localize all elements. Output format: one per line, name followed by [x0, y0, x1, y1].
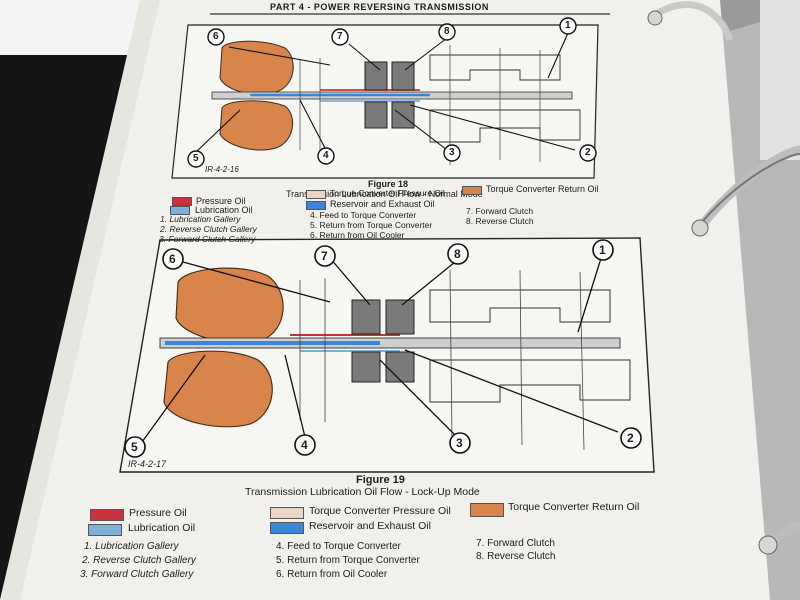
- fig19-part-4: 4. Feed to Torque Converter: [276, 541, 401, 552]
- fig18-part-5: 5. Return from Torque Converter: [310, 220, 433, 230]
- fig18-part-2: 2. Reverse Clutch Gallery: [160, 224, 257, 234]
- fig18-part-6: 6. Return from Oil Cooler: [310, 230, 405, 240]
- fig19-callout-2: 2: [627, 431, 634, 445]
- fig19-part-6: 6. Return from Oil Cooler: [276, 569, 388, 580]
- ring-hole-upper: [691, 219, 709, 237]
- fig18-converter-top: [219, 40, 294, 95]
- ring-hole-lower: [758, 535, 778, 555]
- fig19-swatch-lube: [88, 524, 122, 536]
- fig19-callout-7: 7: [321, 249, 328, 263]
- fig18-reverse-clutch: [391, 61, 415, 91]
- fig19-converter-top: [175, 267, 284, 344]
- fig19-swatch-tc-pressure: [270, 507, 304, 519]
- fig18-legend-lube: Lubrication Oil: [195, 205, 253, 215]
- fig18-legend-pressure: Pressure Oil: [196, 196, 246, 206]
- fig19-shaft: [159, 337, 621, 349]
- fig19-caption-subtitle: Transmission Lubrication Oil Flow - Lock…: [245, 486, 480, 498]
- fig18-swatch-pressure: [172, 197, 192, 206]
- fig19-converter-bottom: [163, 350, 273, 428]
- fig18-legend-tc-pressure: Torque Converter Pressure Oil: [330, 188, 445, 198]
- fig18-legend-reservoir: Reservoir and Exhaust Oil: [330, 199, 435, 209]
- fig19-callout-3: 3: [456, 436, 463, 450]
- fig19-swatch-pressure: [90, 509, 124, 521]
- fig18-swatch-reservoir: [306, 201, 326, 210]
- fig19-callout-4: 4: [301, 438, 308, 452]
- fig18-callout-2: 2: [585, 147, 591, 158]
- page-shadow: [0, 0, 160, 600]
- fig19-part-3: 3. Forward Clutch Gallery: [80, 569, 194, 580]
- fig19-legend-lube: Lubrication Oil: [128, 522, 196, 534]
- fig18-swatch-tc-return: [462, 186, 482, 195]
- page-header: PART 4 - POWER REVERSING TRANSMISSION: [270, 2, 489, 12]
- fig18-legend-tc-return: Torque Converter Return Oil: [486, 184, 599, 194]
- fig19-ref-code: IR-4-2-17: [128, 459, 167, 469]
- fig18-callout-5: 5: [193, 153, 199, 164]
- fig18-callout-7: 7: [337, 31, 343, 42]
- fig19-forward-clutch-lower: [351, 351, 381, 383]
- fig19-callout-8: 8: [454, 247, 461, 261]
- fig19-housing-bottom: [429, 359, 631, 403]
- figure19-diagram: [119, 237, 655, 473]
- fig18-callouts: [187, 17, 597, 168]
- ring-hole-top: [647, 10, 663, 26]
- fig18-forward-clutch-lower: [364, 101, 388, 129]
- fig19-callouts: [124, 239, 642, 458]
- fig18-swatch-tc-pressure: [306, 190, 326, 199]
- fig19-part-7: 7. Forward Clutch: [476, 538, 555, 549]
- fig18-forward-clutch: [364, 61, 388, 91]
- fig19-swatch-tc-return: [470, 503, 504, 517]
- fig19-leader-lines: [141, 254, 619, 443]
- fig19-part-5: 5. Return from Torque Converter: [276, 555, 420, 566]
- page-stack: [760, 0, 800, 160]
- fig19-callout-5: 5: [131, 440, 138, 454]
- fig18-hatching: [299, 45, 541, 165]
- fig18-part-8: 8. Reverse Clutch: [466, 216, 534, 226]
- fig18-callout-1: 1: [565, 20, 571, 31]
- fig18-ref-code: IR-4-2-16: [205, 165, 239, 174]
- fig19-forward-clutch: [351, 299, 381, 335]
- fig19-reverse-clutch: [385, 299, 415, 335]
- fig19-caption-title: Figure 19: [356, 474, 405, 486]
- fig18-callout-8: 8: [444, 26, 450, 37]
- fig19-swatch-reservoir: [270, 522, 304, 534]
- fig19-part-8: 8. Reverse Clutch: [476, 551, 556, 562]
- fig19-housing-top: [429, 289, 611, 323]
- fig18-part-7: 7. Forward Clutch: [466, 206, 534, 216]
- fig19-legend-tc-return: Torque Converter Return Oil: [508, 501, 640, 513]
- fig18-part-1: 1. Lubrication Gallery: [160, 214, 241, 224]
- figure18-diagram: [171, 17, 599, 179]
- fig19-hatching: [299, 269, 585, 451]
- fig18-converter-bottom: [219, 100, 294, 151]
- fig19-callout-1: 1: [599, 243, 606, 257]
- fig18-part-3: 3. Forward Clutch Gallery: [159, 234, 256, 244]
- fig18-leader-lines: [195, 32, 576, 153]
- fig19-part-2: 2. Reverse Clutch Gallery: [82, 555, 196, 566]
- fig18-callout-4: 4: [323, 150, 329, 161]
- fig19-reverse-clutch-lower: [385, 351, 415, 383]
- fig18-swatch-lube: [170, 206, 190, 215]
- fig19-legend-tc-pressure: Torque Converter Pressure Oil: [309, 505, 451, 517]
- fig18-caption-subtitle: Transmission Lubrication Oil Flow - Norm…: [286, 189, 483, 199]
- fig18-caption-title: Figure 18: [368, 179, 409, 189]
- fig19-part-1: 1. Lubrication Gallery: [84, 541, 179, 552]
- fig18-callout-3: 3: [449, 147, 455, 158]
- fig18-housing-top: [429, 54, 561, 81]
- fig18-part-4: 4. Feed to Torque Converter: [310, 210, 417, 220]
- fig19-legend-reservoir: Reservoir and Exhaust Oil: [309, 520, 431, 532]
- fig19-legend-pressure: Pressure Oil: [129, 507, 187, 519]
- fig19-callout-6: 6: [169, 252, 176, 266]
- fig18-callout-6: 6: [213, 31, 219, 42]
- fig18-reverse-clutch-lower: [391, 101, 415, 129]
